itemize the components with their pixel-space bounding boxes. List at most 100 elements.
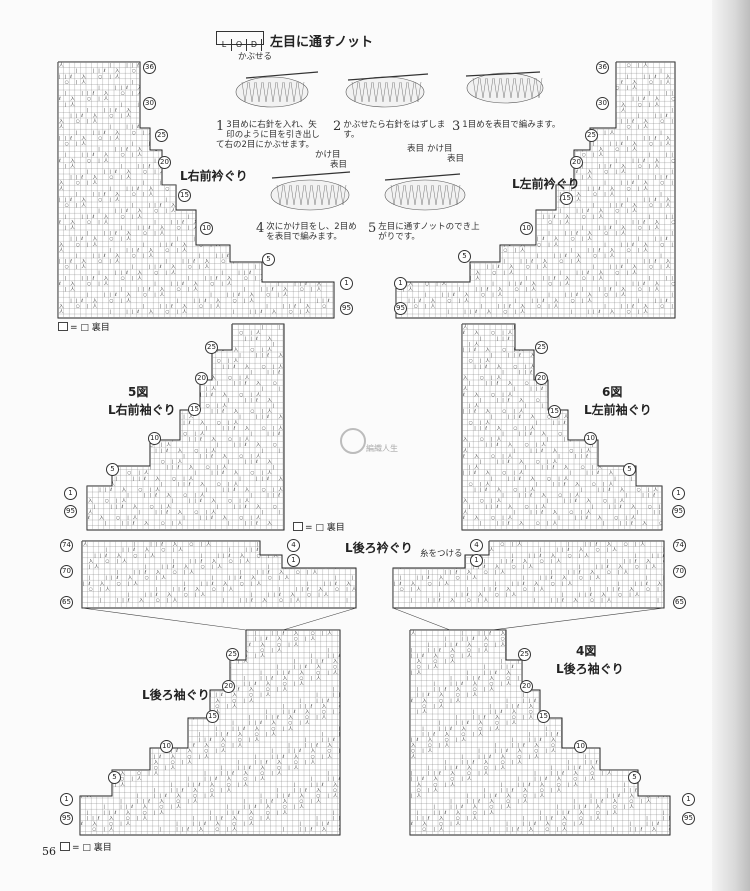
svg-text:入: 入 xyxy=(137,270,142,276)
svg-text:|: | xyxy=(288,642,290,648)
svg-text:|: | xyxy=(603,420,605,426)
svg-text:人: 人 xyxy=(553,336,558,342)
svg-text:ℓ: ℓ xyxy=(642,96,645,102)
svg-text:○: ○ xyxy=(559,75,563,80)
svg-text:○: ○ xyxy=(456,816,460,821)
svg-text:人: 人 xyxy=(283,107,288,113)
svg-text:入: 入 xyxy=(609,347,614,353)
svg-text:|: | xyxy=(273,364,275,370)
svg-text:人: 人 xyxy=(620,375,625,381)
svg-text:|: | xyxy=(575,515,577,521)
svg-text:○: ○ xyxy=(459,92,463,97)
svg-text:入: 入 xyxy=(568,731,573,737)
svg-text:ℓ: ℓ xyxy=(552,341,555,347)
svg-text:|: | xyxy=(638,219,640,225)
svg-text:|: | xyxy=(217,442,219,448)
step5-callout-knit2: 表目 xyxy=(447,154,465,164)
svg-text:|: | xyxy=(143,225,145,231)
svg-text:○: ○ xyxy=(547,477,551,482)
svg-text:ℓ: ℓ xyxy=(165,509,168,515)
svg-text:|: | xyxy=(189,437,191,443)
svg-text:|: | xyxy=(217,504,219,510)
svg-text:ℓ: ℓ xyxy=(596,347,599,353)
svg-text:ℓ: ℓ xyxy=(518,476,521,482)
svg-text:人: 人 xyxy=(171,208,176,214)
svg-text:入: 入 xyxy=(643,242,648,248)
svg-text:|: | xyxy=(299,698,301,704)
svg-text:|: | xyxy=(512,636,514,642)
svg-text:○: ○ xyxy=(94,482,98,487)
svg-text:ℓ: ℓ xyxy=(656,698,659,704)
svg-text:○: ○ xyxy=(127,348,131,353)
svg-text:○: ○ xyxy=(582,215,586,220)
svg-text:人: 人 xyxy=(419,79,424,85)
svg-text:|: | xyxy=(411,653,413,659)
svg-text:人: 人 xyxy=(509,147,514,153)
svg-text:人: 人 xyxy=(397,247,402,253)
svg-text:人: 人 xyxy=(576,259,581,265)
svg-text:|: | xyxy=(161,325,163,331)
svg-text:|: | xyxy=(590,799,592,805)
svg-text:ℓ: ℓ xyxy=(192,74,195,80)
svg-text:人: 人 xyxy=(131,737,136,743)
svg-text:○: ○ xyxy=(615,148,619,153)
svg-text:○: ○ xyxy=(109,822,113,827)
svg-text:|: | xyxy=(81,776,83,782)
svg-text:|: | xyxy=(671,180,673,186)
svg-text:|: | xyxy=(489,793,491,799)
svg-text:入: 入 xyxy=(562,575,567,581)
svg-text:|: | xyxy=(105,425,107,431)
svg-text:入: 入 xyxy=(283,163,288,169)
svg-text:人: 人 xyxy=(88,509,93,515)
svg-text:|: | xyxy=(559,253,561,259)
svg-text:ℓ: ℓ xyxy=(321,782,324,788)
svg-text:人: 人 xyxy=(211,509,216,515)
svg-text:人: 人 xyxy=(173,598,178,604)
svg-text:|: | xyxy=(211,409,213,415)
svg-text:○: ○ xyxy=(311,80,315,85)
svg-text:|: | xyxy=(193,821,195,827)
svg-text:ℓ: ℓ xyxy=(181,158,184,164)
svg-text:|: | xyxy=(327,647,329,653)
svg-text:人: 人 xyxy=(83,542,88,548)
svg-text:入: 入 xyxy=(59,303,64,309)
svg-text:|: | xyxy=(199,631,201,637)
svg-text:|: | xyxy=(660,236,662,242)
svg-text:|: | xyxy=(154,787,156,793)
svg-text:入: 入 xyxy=(59,242,64,248)
svg-text:|: | xyxy=(459,147,461,153)
svg-text:○: ○ xyxy=(547,415,551,420)
svg-text:入: 入 xyxy=(474,515,479,521)
svg-text:|: | xyxy=(148,771,150,777)
svg-text:ℓ: ℓ xyxy=(540,386,543,392)
svg-text:|: | xyxy=(558,476,560,482)
svg-text:○: ○ xyxy=(467,772,471,777)
svg-text:|: | xyxy=(439,720,441,726)
svg-text:|: | xyxy=(245,397,247,403)
svg-text:|: | xyxy=(65,275,67,281)
svg-text:|: | xyxy=(145,564,147,570)
svg-text:○: ○ xyxy=(649,204,653,209)
svg-text:入: 入 xyxy=(657,743,662,749)
svg-text:|: | xyxy=(335,575,337,581)
svg-text:人: 人 xyxy=(463,509,468,515)
svg-text:○: ○ xyxy=(512,565,516,570)
svg-text:○: ○ xyxy=(579,816,583,821)
svg-text:|: | xyxy=(266,675,268,681)
svg-text:|: | xyxy=(442,107,444,113)
svg-text:|: | xyxy=(172,341,174,347)
svg-text:|: | xyxy=(663,687,665,693)
svg-text:|: | xyxy=(172,465,174,471)
svg-text:○: ○ xyxy=(260,648,264,653)
svg-text:入: 入 xyxy=(553,509,558,515)
svg-text:入: 入 xyxy=(120,647,125,653)
svg-text:入: 入 xyxy=(442,214,447,220)
svg-text:入: 入 xyxy=(596,804,601,810)
svg-text:|: | xyxy=(531,236,533,242)
svg-text:人: 人 xyxy=(182,247,187,253)
svg-text:○: ○ xyxy=(98,744,102,749)
svg-text:|: | xyxy=(506,827,508,833)
svg-text:人: 人 xyxy=(122,437,127,443)
svg-text:ℓ: ℓ xyxy=(181,664,184,670)
svg-text:|: | xyxy=(65,102,67,108)
